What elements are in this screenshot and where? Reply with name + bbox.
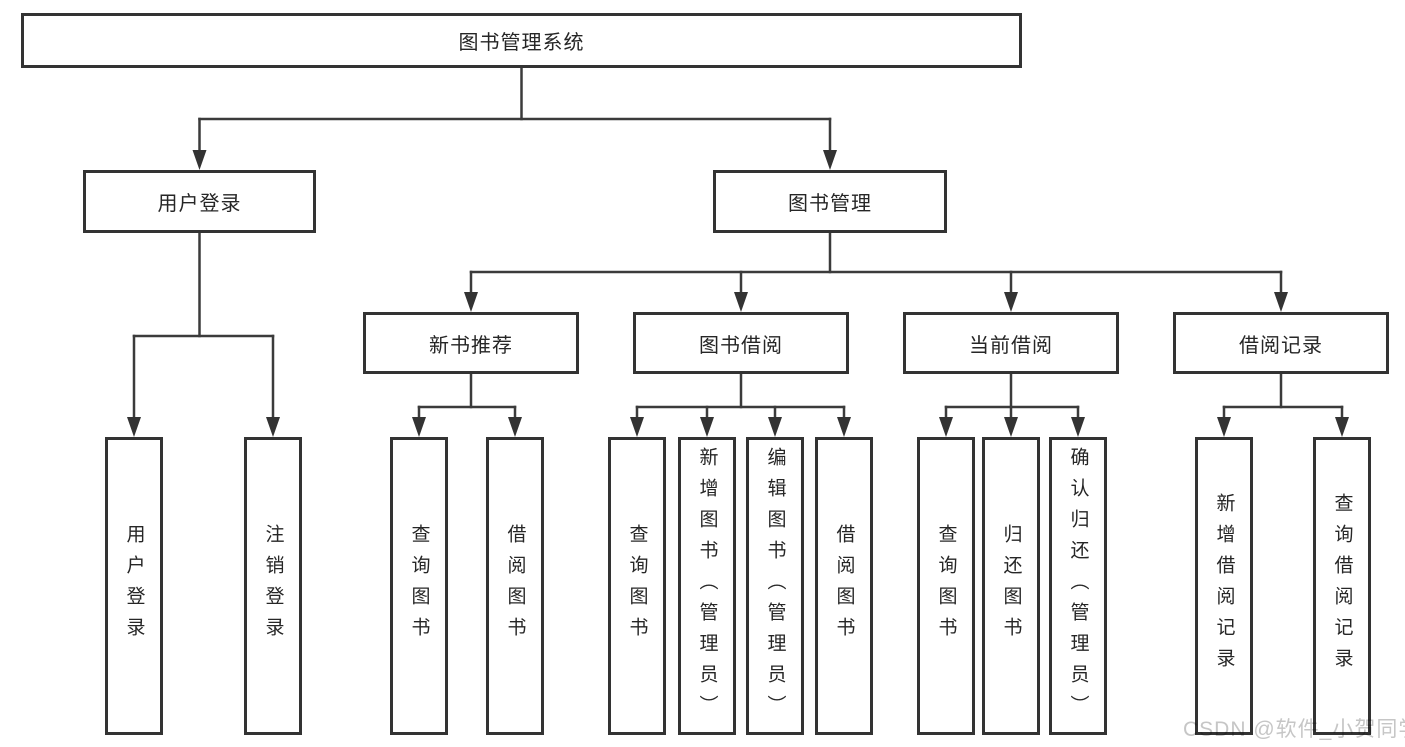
leaf-borrow-borrow-books-label: 借阅图书 [833, 524, 855, 648]
leaf-borrow-query-books-label: 查询图书 [626, 524, 648, 648]
node-book-management-label: 图书管理 [788, 193, 872, 215]
node-root-label: 图书管理系统 [458, 32, 585, 54]
node-book-borrow: 图书借阅 [633, 312, 849, 374]
node-user-login: 用户登录 [83, 170, 316, 233]
leaf-newbook-borrow-books-label: 借阅图书 [504, 524, 526, 648]
leaf-current-confirm-return-admin: 确认归还（管理员） [1049, 437, 1107, 735]
leaf-logout-label: 注销登录 [262, 524, 284, 648]
node-user-login-label: 用户登录 [157, 193, 242, 215]
leaf-current-return-books: 归还图书 [982, 437, 1040, 735]
leaf-newbook-query-books: 查询图书 [390, 437, 448, 735]
node-current-borrow-label: 当前借阅 [969, 334, 1053, 357]
leaf-newbook-query-books-label: 查询图书 [408, 524, 430, 648]
node-new-book-recommend-label: 新书推荐 [429, 334, 513, 357]
leaf-records-query-record: 查询借阅记录 [1313, 437, 1371, 735]
leaf-current-confirm-return-admin-label: 确认归还（管理员） [1067, 446, 1089, 726]
leaf-logout: 注销登录 [244, 437, 302, 735]
leaf-current-query-books: 查询图书 [917, 437, 975, 735]
leaf-current-return-books-label: 归还图书 [1000, 524, 1022, 648]
leaf-user-login: 用户登录 [105, 437, 163, 735]
node-borrow-records: 借阅记录 [1173, 312, 1389, 374]
leaf-current-query-books-label: 查询图书 [935, 524, 957, 648]
leaf-newbook-borrow-books: 借阅图书 [486, 437, 544, 735]
leaf-borrow-borrow-books: 借阅图书 [815, 437, 873, 735]
leaf-borrow-edit-book-admin-label: 编辑图书（管理员） [764, 446, 786, 726]
node-book-management: 图书管理 [713, 170, 947, 233]
leaf-borrow-add-book-admin: 新增图书（管理员） [678, 437, 736, 735]
node-new-book-recommend: 新书推荐 [363, 312, 579, 374]
leaf-borrow-query-books: 查询图书 [608, 437, 666, 735]
leaf-borrow-add-book-admin-label: 新增图书（管理员） [696, 446, 718, 726]
watermark: CSDN @软件_小贺同学 [1183, 718, 1405, 741]
leaf-records-add-record: 新增借阅记录 [1195, 437, 1253, 735]
leaf-user-login-label: 用户登录 [123, 524, 145, 648]
leaf-records-add-record-label: 新增借阅记录 [1213, 493, 1235, 679]
node-borrow-records-label: 借阅记录 [1239, 334, 1323, 357]
node-current-borrow: 当前借阅 [903, 312, 1119, 374]
leaf-borrow-edit-book-admin: 编辑图书（管理员） [746, 437, 804, 735]
node-root: 图书管理系统 [21, 13, 1022, 68]
leaf-records-query-record-label: 查询借阅记录 [1331, 493, 1353, 679]
node-book-borrow-label: 图书借阅 [699, 334, 783, 357]
